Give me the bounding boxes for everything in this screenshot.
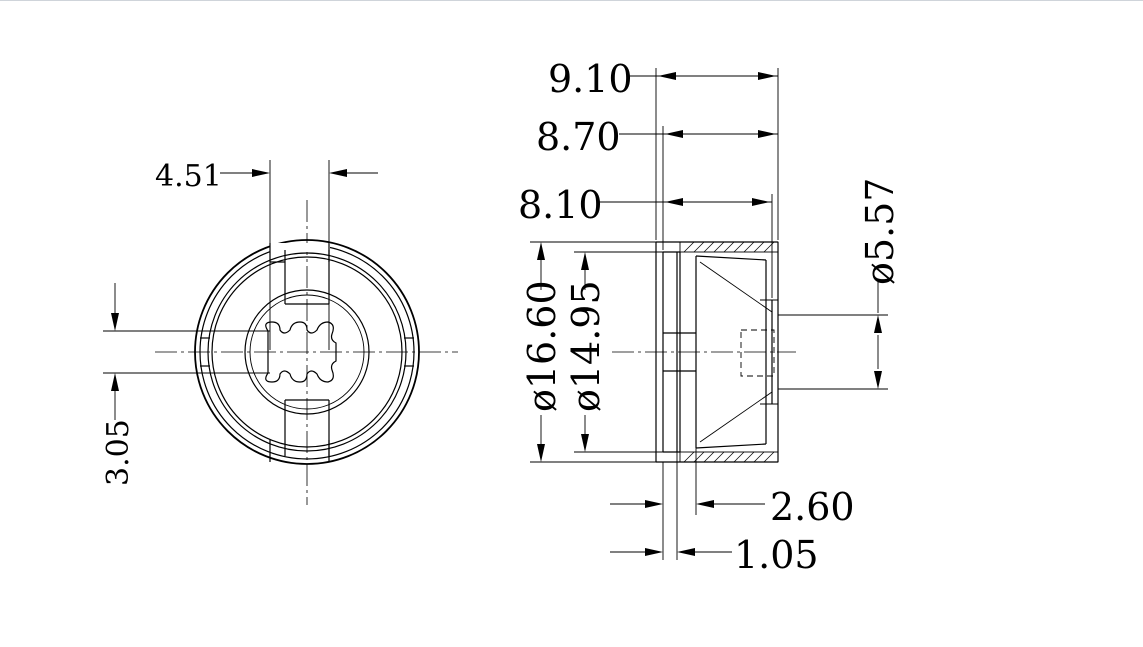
side-view: 9.10 8.70 8.10 ø16.60 ø14.95 — [518, 57, 902, 577]
dim-length-2: 8.70 — [536, 115, 621, 159]
dim-inner-diameter: ø14.95 — [564, 280, 608, 412]
dim-total-length: 9.10 — [548, 57, 633, 101]
bore-hidden — [740, 329, 775, 377]
front-view: 4.51 3.05 — [101, 159, 458, 505]
dim-length-3: 8.10 — [518, 183, 603, 227]
dim-slot-height: 3.05 — [101, 419, 136, 486]
inner-ring — [207, 252, 407, 452]
bottom-wall-hatch — [683, 451, 775, 463]
dim-flange-offset: 2.60 — [770, 485, 855, 529]
top-wall-hatch — [683, 241, 775, 253]
boss-circle-inner — [249, 294, 365, 410]
bottom-slot — [269, 399, 330, 462]
top-slot — [269, 243, 330, 305]
inner-ring-2 — [211, 256, 403, 448]
dim-outer-diameter: ø16.60 — [520, 280, 564, 412]
dim-flange-thickness: 1.05 — [734, 533, 819, 577]
boss-circle — [244, 289, 370, 415]
spline-profile — [265, 321, 337, 383]
dim-slot-width: 4.51 — [155, 159, 222, 194]
outer-ring — [194, 239, 420, 465]
dim-bore-diameter: ø5.57 — [858, 178, 902, 286]
